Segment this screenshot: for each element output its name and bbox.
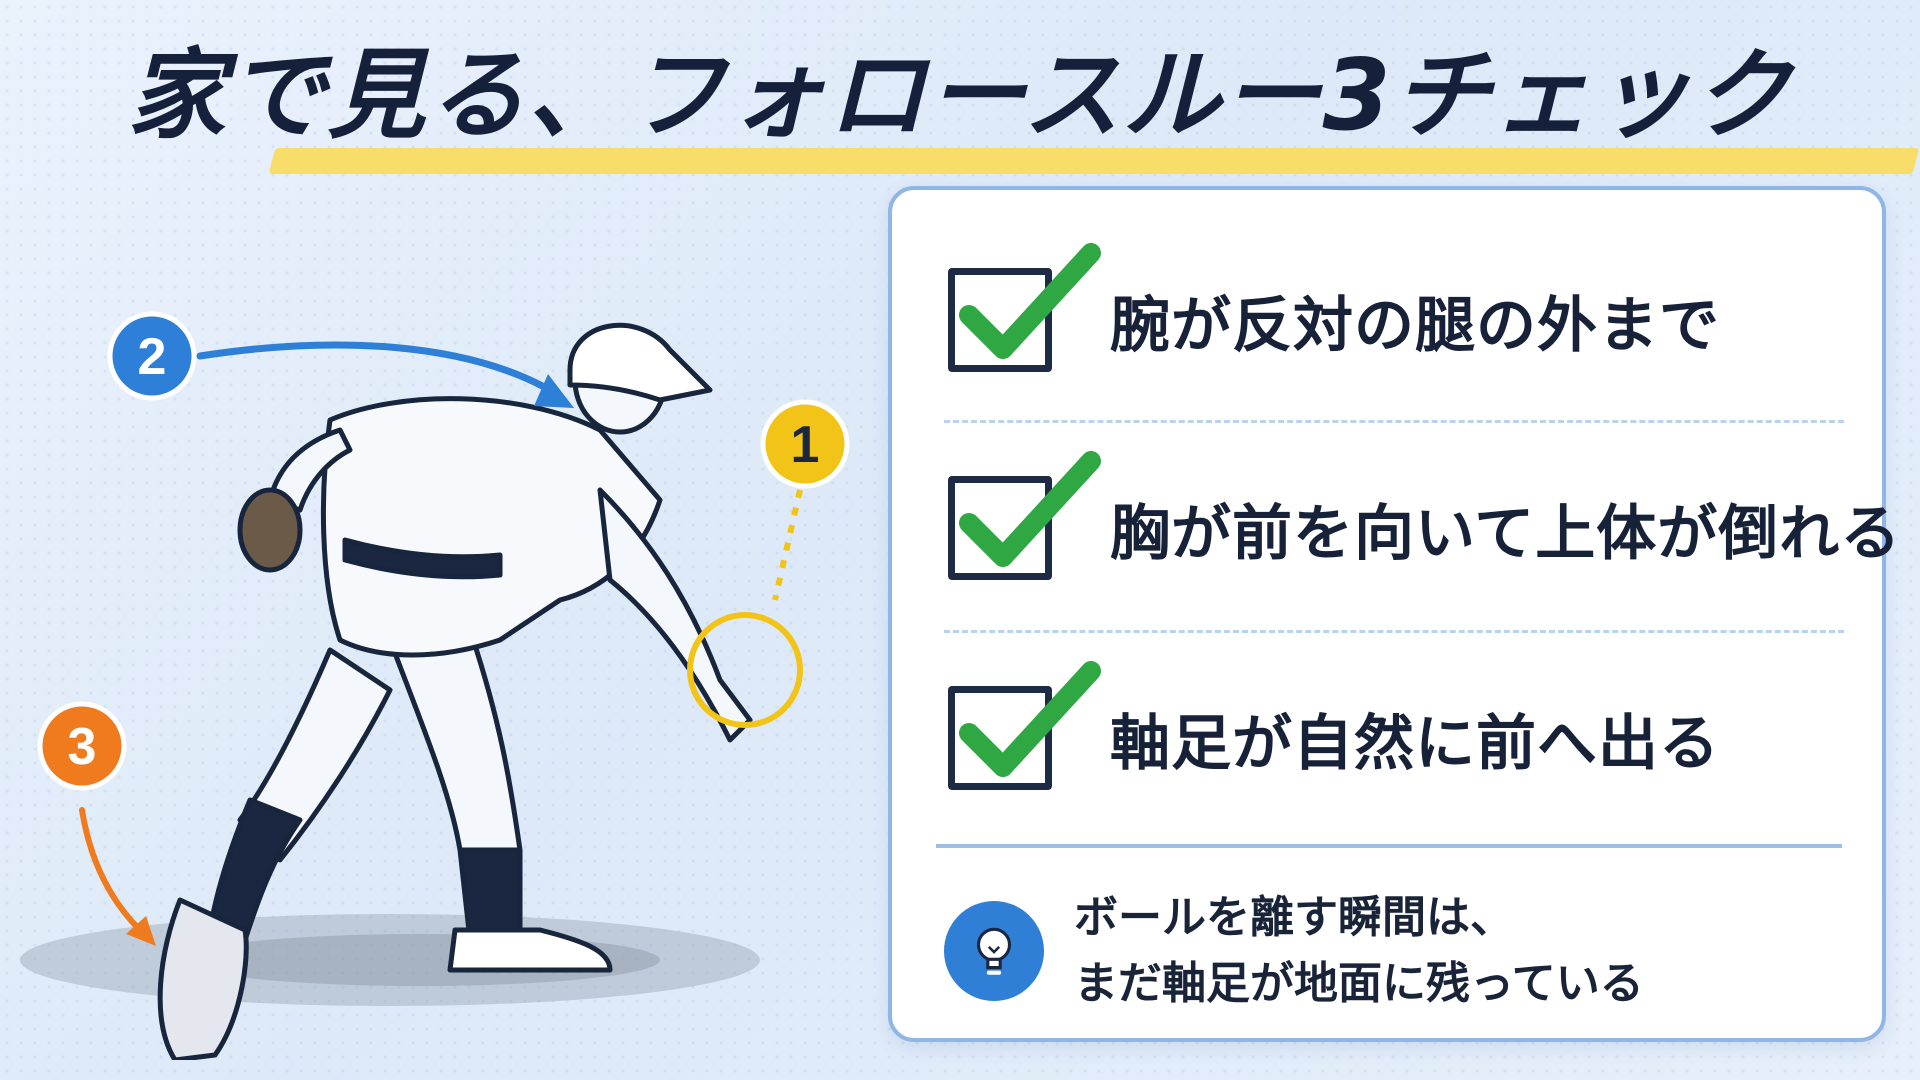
arrow-3 — [79, 807, 143, 933]
lightbulb-icon — [944, 901, 1044, 1001]
marker-3-label: 3 — [68, 718, 97, 776]
marker-3: 3 — [37, 701, 127, 791]
check-icon — [959, 451, 1101, 567]
tip-line-2: まだ軸足が地面に残っている — [1074, 958, 1644, 1009]
check-label-1: 腕が反対の腿の外まで — [1110, 290, 1720, 361]
checkbox-1 — [948, 243, 1101, 372]
glove — [237, 487, 303, 573]
arrow-3-head — [126, 916, 156, 946]
check-icon — [959, 661, 1101, 777]
arrow-2-head — [534, 374, 574, 408]
tip-line-1: ボールを離す瞬間は、 — [1074, 892, 1514, 943]
tip-box: ボールを離す瞬間は、 まだ軸足が地面に残っている — [944, 876, 1844, 1026]
check-item-chest: 胸が前を向いて上体が倒れる — [948, 448, 1900, 608]
connector-1 — [772, 489, 803, 601]
check-item-arm: 腕が反対の腿の外まで — [948, 240, 1848, 400]
ring-1 — [687, 612, 803, 728]
divider — [944, 420, 1844, 423]
throwing-arm — [597, 487, 753, 743]
divider-solid — [936, 844, 1842, 848]
checklist-panel: 腕が反対の腿の外まで 胸が前を向いて上体が倒れる 軸足が自然に前へ出る — [888, 186, 1900, 1042]
tip-text: ボールを離す瞬間は、 まだ軸足が地面に残っている — [1074, 885, 1644, 1017]
belt — [342, 537, 503, 580]
marker-1-label: 1 — [791, 416, 820, 474]
title-banner: 家で見る、フォロースルー3チェック — [127, 22, 1920, 174]
cap — [567, 322, 713, 403]
checkbox-2 — [948, 451, 1101, 580]
front-leg — [387, 627, 523, 853]
page-title: 家で見る、フォロースルー3チェック — [127, 39, 1793, 153]
check-icon — [959, 243, 1101, 359]
check-label-3: 軸足が自然に前へ出る — [1110, 708, 1720, 779]
back-leg — [237, 647, 393, 863]
front-sock — [457, 847, 523, 943]
marker-2-label: 2 — [138, 328, 167, 386]
back-shoe — [157, 897, 249, 1060]
marker-1: 1 — [760, 399, 850, 489]
check-label-2: 胸が前を向いて上体が倒れる — [1110, 498, 1902, 569]
check-item-foot: 軸足が自然に前へ出る — [948, 658, 1848, 818]
marker-2: 2 — [107, 311, 197, 401]
arrow-2 — [196, 341, 564, 400]
checkbox-3 — [948, 661, 1101, 790]
front-shoe — [447, 927, 613, 973]
divider — [944, 630, 1844, 633]
torso — [320, 396, 663, 658]
pitcher-illustration: 1 2 3 — [20, 311, 850, 1060]
